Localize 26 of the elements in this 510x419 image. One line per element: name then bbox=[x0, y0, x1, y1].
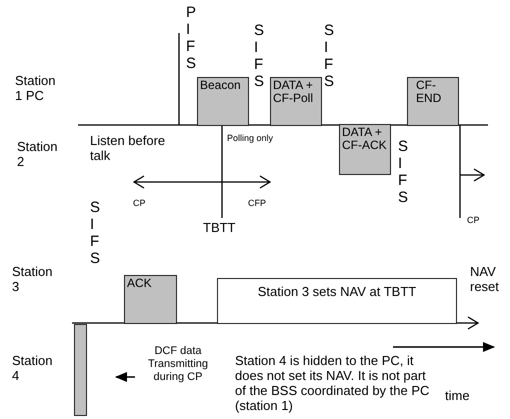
interval-label: SIFS bbox=[398, 138, 409, 206]
axis-label: time bbox=[445, 388, 470, 403]
note-text: DCF data Transmitting during CP bbox=[146, 345, 210, 384]
station-label: Station 1 PC bbox=[15, 73, 56, 103]
station-label: Station 3 bbox=[12, 264, 54, 294]
frame-box: Station 3 sets NAV at TBTT bbox=[217, 278, 457, 324]
note-text: Polling only bbox=[227, 133, 274, 144]
period-label: CFP bbox=[248, 198, 266, 209]
interval-label: SIFS bbox=[324, 22, 335, 90]
period-label: CP bbox=[467, 215, 480, 226]
station-label: Station 4 bbox=[12, 353, 54, 383]
note-text: NAV reset bbox=[470, 264, 500, 294]
time-label: TBTT bbox=[203, 220, 236, 235]
period-label: CP bbox=[133, 198, 146, 209]
frame-box: CF-END bbox=[407, 77, 459, 126]
interval-label: SIFS bbox=[254, 22, 265, 90]
frame-box: ACK bbox=[124, 275, 177, 324]
note-text: Listen before talk bbox=[90, 133, 166, 163]
interval-label: SIFS bbox=[90, 199, 101, 267]
station-label: Station 2 bbox=[17, 139, 58, 169]
note-text: Station 4 is hidden to the PC, it does not set its NAV. It is not part of the BSS coordinated by the PC (station 1) bbox=[235, 353, 430, 413]
transmission-bar bbox=[74, 324, 87, 416]
frame-box: DATA + CF-ACK bbox=[339, 124, 391, 175]
frame-box: DATA + CF-Poll bbox=[270, 77, 322, 126]
interval-label: PIFS bbox=[186, 4, 197, 72]
frame-box: Beacon bbox=[197, 77, 249, 126]
